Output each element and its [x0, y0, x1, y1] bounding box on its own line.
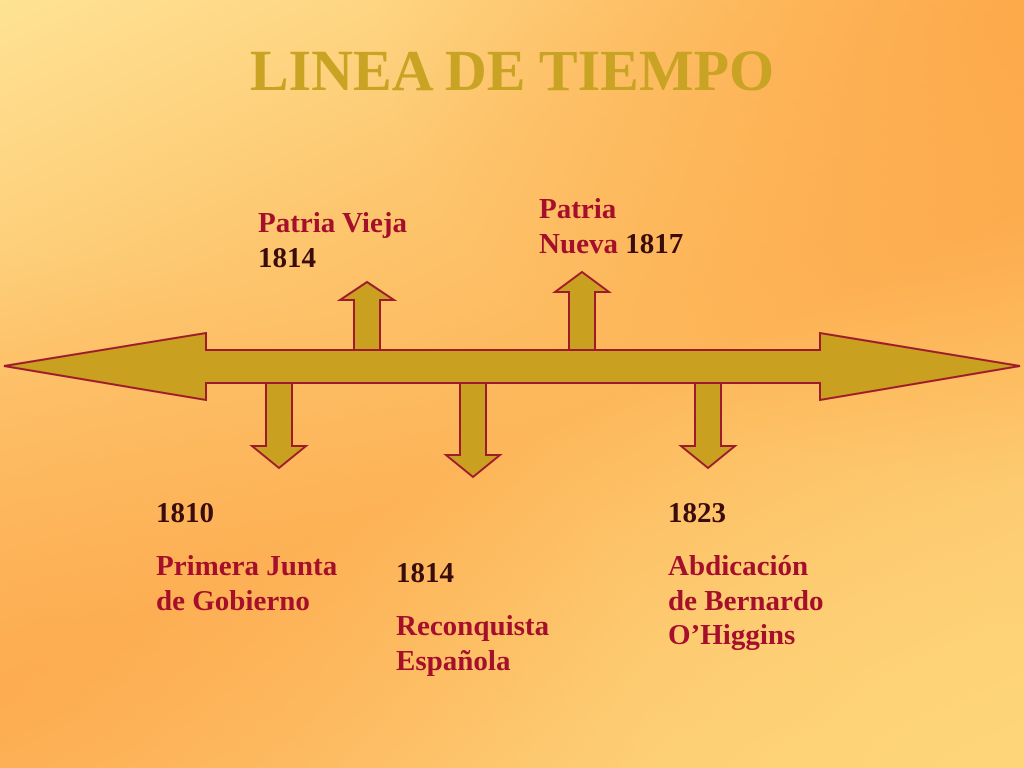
event-patria-nueva-name-line1: Patria	[539, 193, 617, 225]
event-1823: 1823 Abdicación de Bernardo O’Higgins	[668, 496, 823, 653]
event-1823-name-line1: Abdicación	[668, 549, 809, 582]
event-1823-name-line3: O’Higgins	[668, 619, 796, 652]
up-arrow-patria-nueva	[551, 270, 613, 351]
event-1810-year: 1810	[156, 497, 214, 529]
timeline-main-arrow	[3, 331, 1021, 402]
event-patria-nueva: Patria Nueva 1817	[539, 192, 683, 262]
event-patria-vieja-year: 1814	[258, 241, 316, 274]
event-patria-nueva-year: 1817	[625, 227, 684, 260]
event-1814-name-line2: Española	[396, 644, 511, 677]
event-1810: 1810 Primera Junta de Gobierno	[156, 496, 337, 618]
event-patria-vieja-name: Patria Vieja	[258, 207, 407, 239]
event-1823-name-line2: de Bernardo	[668, 584, 824, 617]
event-1814-reconquista: 1814 Reconquista Española	[396, 556, 549, 678]
slide-title: LINEA DE TIEMPO	[249, 38, 775, 103]
event-1814-name-line1: Reconquista	[396, 609, 550, 642]
event-1823-year: 1823	[668, 497, 726, 529]
event-patria-nueva-name-line2: Nueva	[539, 227, 618, 260]
up-arrow-patria-vieja	[336, 280, 398, 351]
event-1814-year: 1814	[396, 557, 454, 589]
down-arrow-1810	[249, 382, 309, 470]
event-1810-name-line1: Primera Junta	[156, 549, 338, 582]
down-arrow-1823	[678, 382, 738, 470]
event-patria-vieja: Patria Vieja 1814	[258, 206, 407, 276]
down-arrow-1814	[443, 382, 503, 479]
event-1810-name-line2: de Gobierno	[156, 584, 310, 617]
